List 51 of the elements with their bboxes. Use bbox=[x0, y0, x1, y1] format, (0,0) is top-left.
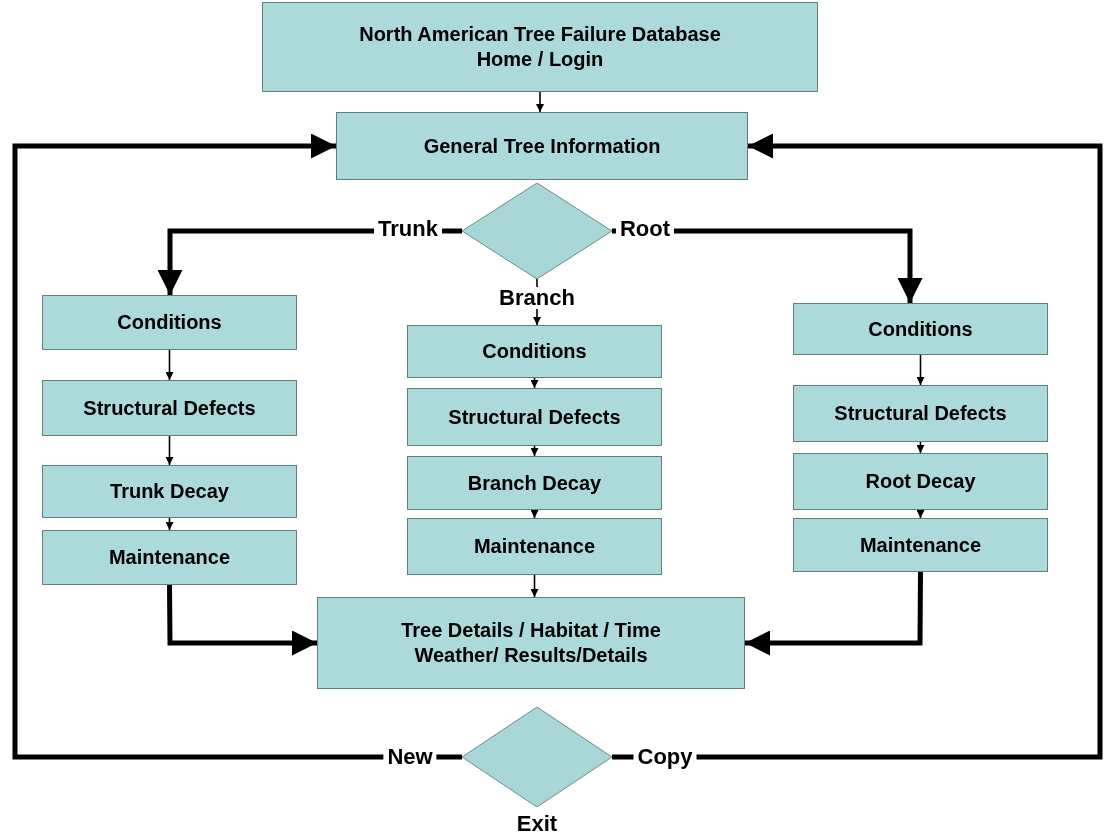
diamond-shape bbox=[462, 707, 612, 807]
arrow bbox=[916, 509, 925, 519]
arrow bbox=[916, 354, 925, 386]
process-box bbox=[42, 380, 297, 436]
process-box bbox=[407, 456, 662, 510]
arrow bbox=[165, 349, 174, 381]
process-box bbox=[42, 295, 297, 350]
box-text: Structural Defects bbox=[834, 401, 1007, 426]
box-text: North American Tree Failure Database bbox=[359, 22, 721, 47]
process-box bbox=[793, 453, 1048, 510]
process-box bbox=[262, 2, 818, 92]
box-text: Trunk Decay bbox=[110, 479, 229, 504]
edge-label: Copy bbox=[633, 746, 697, 768]
arrow bbox=[165, 517, 174, 531]
box-text: Maintenance bbox=[108, 545, 231, 570]
arrow bbox=[530, 509, 539, 519]
process-box bbox=[42, 465, 297, 518]
arrow bbox=[530, 445, 539, 457]
box-text: Branch Decay bbox=[467, 470, 602, 496]
arrow bbox=[12, 133, 462, 760]
process-box bbox=[793, 385, 1048, 442]
process-box bbox=[336, 112, 748, 180]
arrow bbox=[530, 574, 539, 598]
box-text: Maintenance bbox=[473, 534, 596, 559]
diamond-shape bbox=[462, 183, 612, 279]
arrow bbox=[612, 133, 1103, 760]
box-text: Root Decay bbox=[865, 469, 976, 494]
process-box bbox=[317, 597, 745, 689]
process-box bbox=[407, 518, 662, 575]
arrow bbox=[165, 435, 174, 466]
process-box bbox=[793, 518, 1048, 572]
arrow bbox=[916, 441, 925, 454]
arrow bbox=[745, 572, 923, 656]
box-text: Weather/ Results/Details bbox=[414, 643, 648, 668]
box-text: Maintenance bbox=[859, 532, 982, 558]
box-text: Tree Details / Habitat / Time bbox=[401, 618, 661, 643]
box-text: Conditions bbox=[117, 310, 222, 335]
box-text: Conditions bbox=[482, 339, 587, 364]
process-box bbox=[793, 303, 1048, 355]
process-box bbox=[407, 325, 662, 378]
arrow bbox=[167, 584, 317, 656]
exit-label: Exit bbox=[516, 813, 558, 835]
process-box bbox=[407, 388, 662, 446]
box-text: Home / Login bbox=[476, 47, 604, 72]
box-text: General Tree Information bbox=[423, 133, 661, 159]
arrow bbox=[536, 91, 544, 113]
box-text: Structural Defects bbox=[448, 404, 621, 430]
arrow bbox=[530, 377, 539, 389]
box-text: Structural Defects bbox=[83, 395, 256, 421]
process-box bbox=[42, 530, 297, 585]
box-text: Conditions bbox=[868, 316, 973, 342]
